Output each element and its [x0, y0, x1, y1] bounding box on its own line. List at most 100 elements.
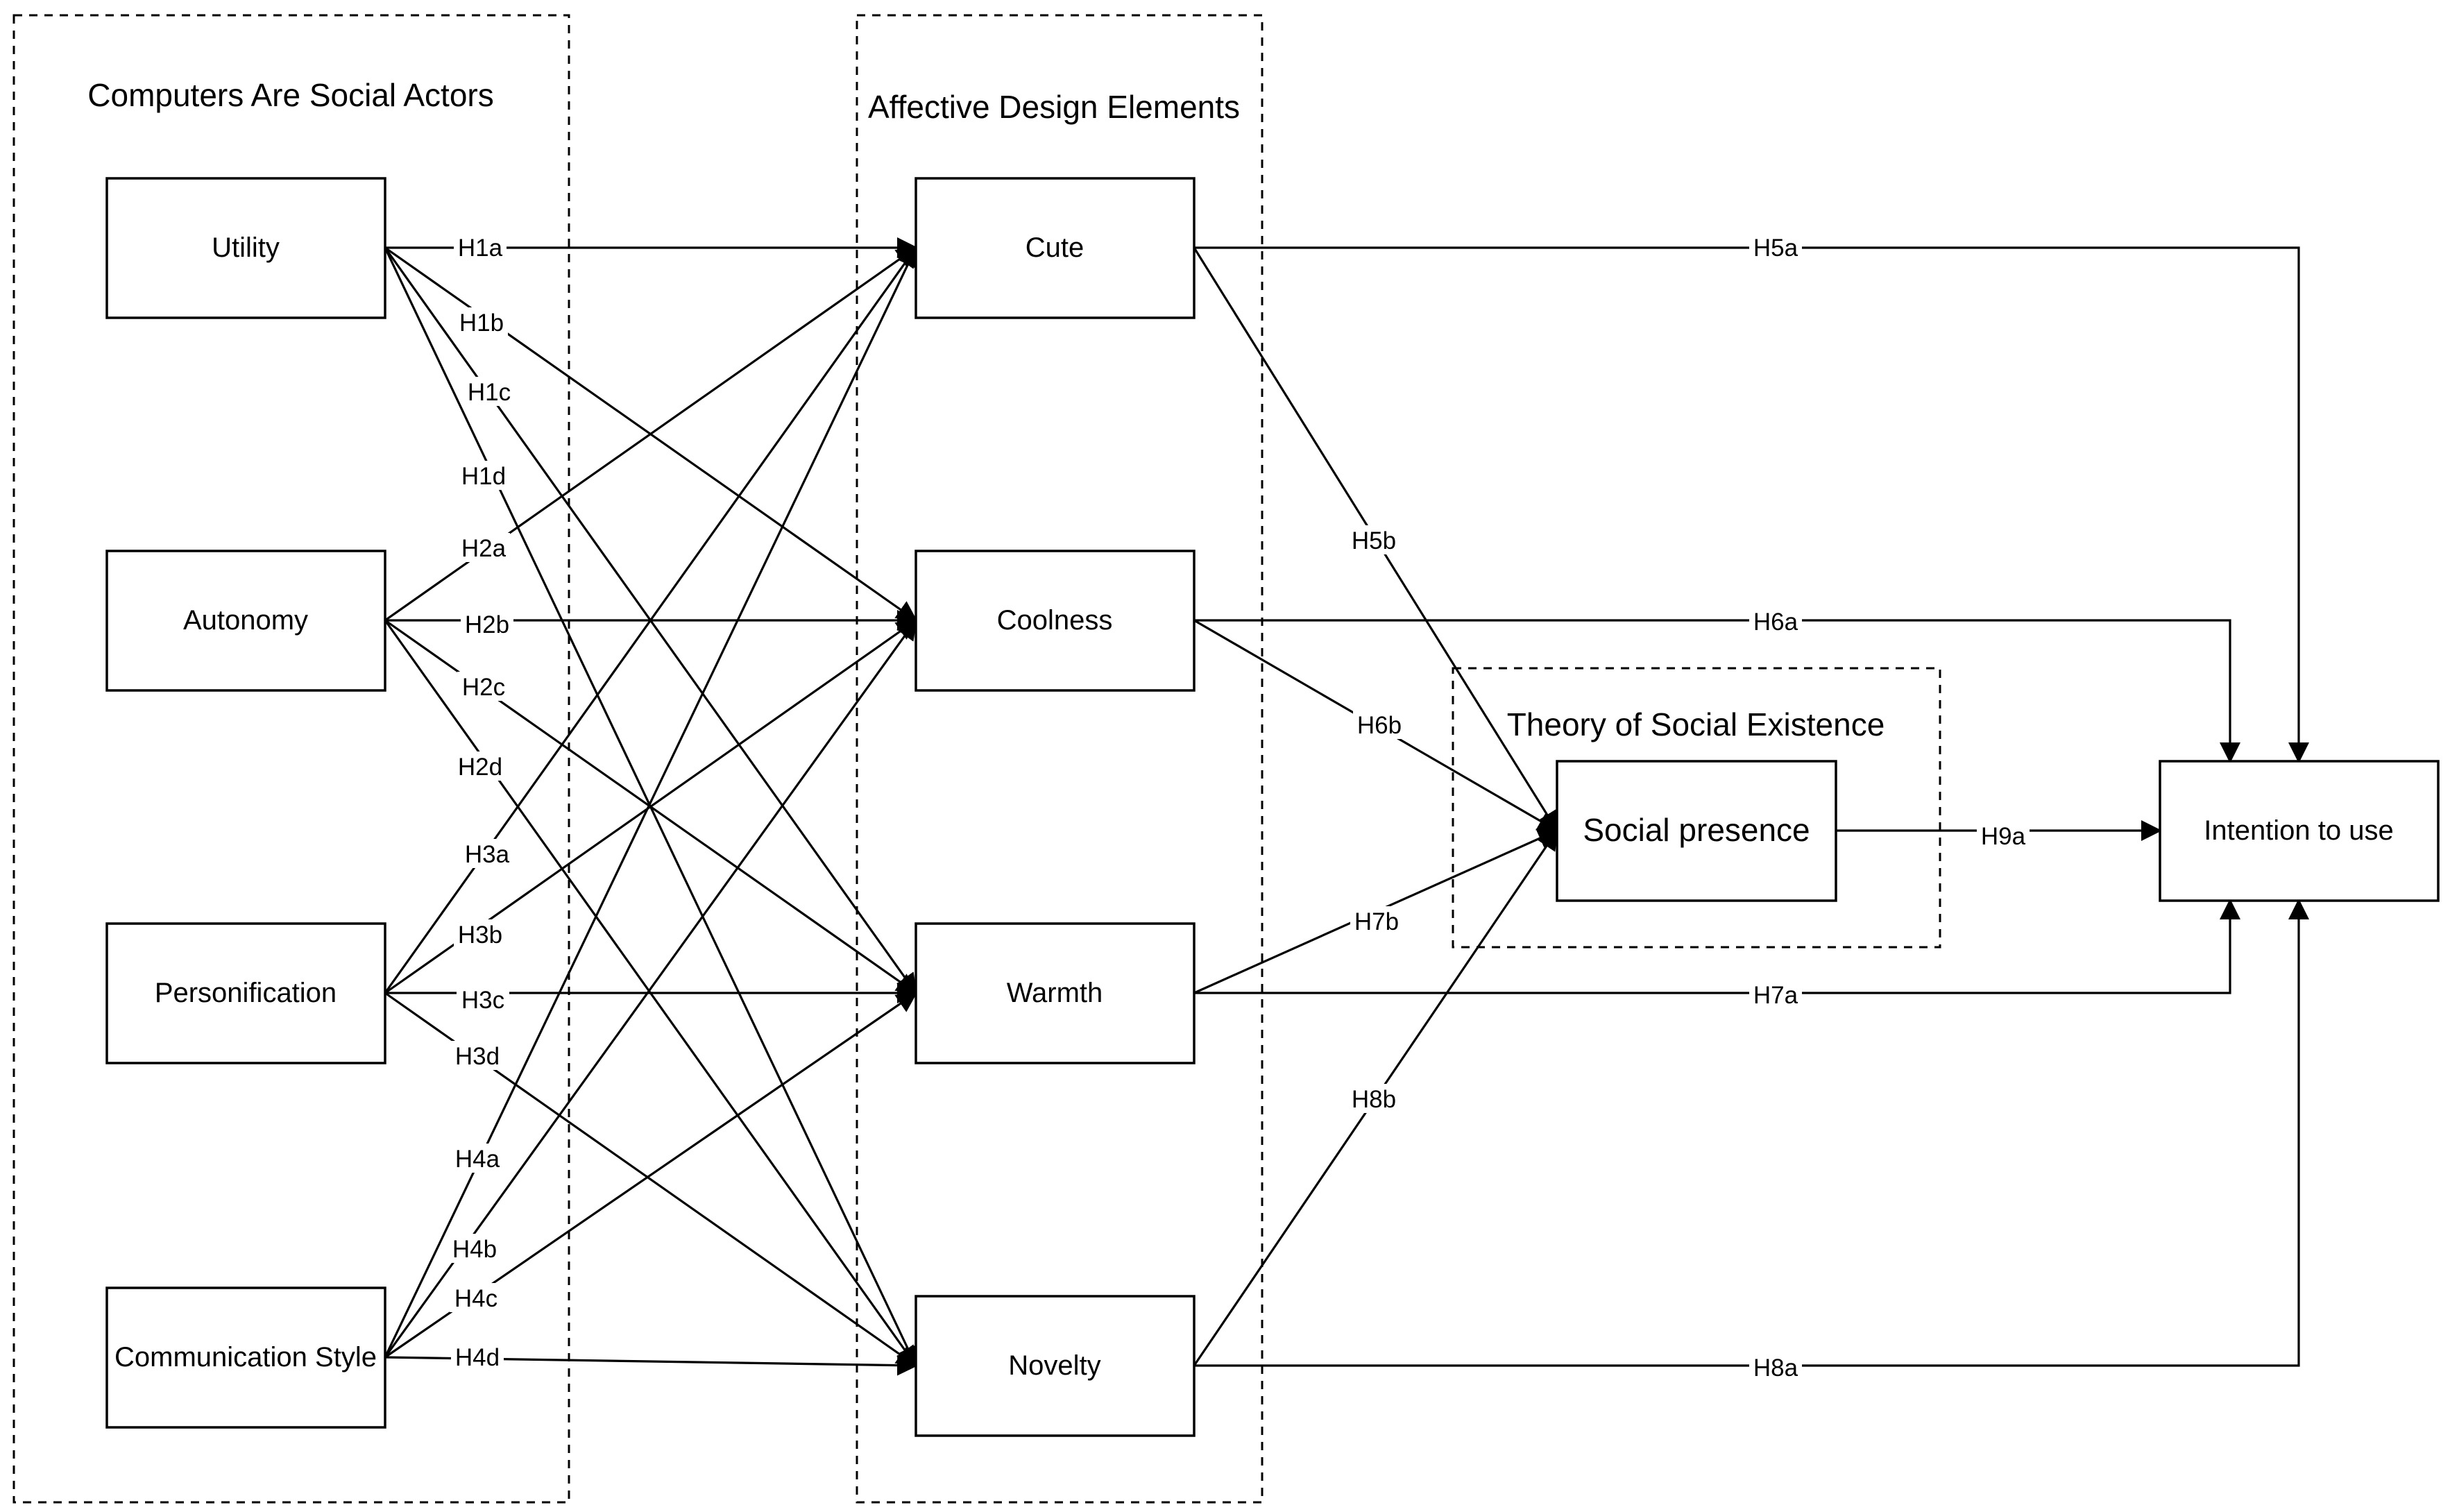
edge-h7a: [1194, 899, 2240, 994]
edge-label-background: [454, 919, 507, 949]
edge-label-text: H5a: [1753, 235, 1798, 262]
edge-label-h2a: H2a: [457, 533, 510, 562]
edge-label-h2d: H2d: [454, 751, 507, 781]
node-communication-style: Communication Style: [105, 1286, 386, 1429]
node-autonomy-label: Autonomy: [183, 605, 308, 636]
edge-label-h7b: H7b: [1350, 906, 1403, 935]
edge-label-background: [457, 672, 510, 701]
edge-label-h1a: H1a: [454, 232, 507, 262]
edge-label-h6b: H6b: [1353, 710, 1406, 739]
tse-group-title: Theory of Social Existence: [1507, 706, 1885, 742]
node-social-presence: Social presence: [1556, 760, 1837, 902]
edge-label-h9a: H9a: [1977, 821, 2030, 850]
edge-label-h4c: H4c: [450, 1283, 502, 1312]
edge-label-text: H8b: [1352, 1086, 1396, 1113]
node-utility-label: Utility: [212, 232, 280, 263]
edge-label-text: H7b: [1354, 908, 1399, 935]
node-communication-style-label: Communication Style: [114, 1342, 377, 1373]
edge-label-background: [1347, 1084, 1400, 1113]
edge-label-text: H2a: [461, 535, 507, 562]
node-novelty-label: Novelty: [1008, 1350, 1100, 1381]
edge-label-h6a: H6a: [1749, 606, 1802, 636]
edge-label-background: [1749, 232, 1802, 262]
ade-group-frame: [856, 14, 1264, 1504]
ade-group-title: Affective Design Elements: [868, 89, 1240, 125]
node-intention-to-use: Intention to use: [2159, 760, 2440, 902]
edge-label-text: H1a: [458, 235, 503, 262]
edge-label-h2c: H2c: [457, 672, 510, 701]
edge-label-background: [451, 1041, 504, 1070]
edge-label-text: H2d: [458, 754, 502, 781]
edge-label-text: H9a: [1981, 823, 2026, 850]
edge-label-h1d: H1d: [457, 461, 510, 490]
edge-label-background: [1977, 821, 2030, 850]
edge-label-background: [457, 461, 510, 490]
edge-label-text: H8a: [1753, 1354, 1798, 1382]
edge-label-text: H3a: [465, 841, 510, 868]
edge-label-background: [457, 533, 510, 562]
edge-label-h3d: H3d: [451, 1041, 504, 1070]
edge-label-background: [1353, 710, 1406, 739]
edge-label-background: [461, 609, 513, 638]
node-warmth: Warmth: [915, 922, 1196, 1064]
edge-label-h4d: H4d: [451, 1342, 504, 1371]
edge-label-background: [451, 1342, 504, 1371]
edge-layer: [384, 237, 2309, 1376]
node-cute: Cute: [915, 177, 1196, 319]
edge-label-text: H6a: [1753, 609, 1798, 636]
edge-label-text: H3b: [458, 921, 502, 949]
edge-label-text: H2b: [465, 611, 509, 638]
edge-label-h1b: H1b: [455, 307, 508, 337]
node-coolness-label: Coolness: [997, 605, 1113, 636]
node-utility: Utility: [105, 177, 386, 319]
edge-label-text: H3c: [461, 987, 504, 1014]
edge-label-text: H2c: [462, 674, 505, 701]
edge-label-background: [454, 232, 507, 262]
node-coolness: Coolness: [915, 550, 1196, 692]
node-personification: Personification: [105, 922, 386, 1064]
node-cute-label: Cute: [1026, 232, 1084, 263]
edge-label-background: [1347, 525, 1400, 554]
casa-group-title: Computers Are Social Actors: [87, 77, 493, 113]
node-intention-to-use-label: Intention to use: [2204, 815, 2394, 846]
edge-label-text: H6b: [1357, 712, 1402, 739]
node-novelty: Novelty: [915, 1295, 1196, 1437]
edge-label-background: [448, 1234, 501, 1263]
edge-label-layer: H1aH1bH1cH1dH2aH2bH2cH2dH3aH3bH3cH3dH4aH…: [448, 232, 2030, 1382]
edge-label-h2b: H2b: [461, 609, 513, 638]
edge-label-background: [451, 1144, 504, 1173]
edge-label-text: H7a: [1753, 982, 1798, 1009]
edge-label-h3b: H3b: [454, 919, 507, 949]
edge-label-text: H5b: [1352, 527, 1396, 554]
edge-label-h4a: H4a: [451, 1144, 504, 1173]
node-personification-label: Personification: [155, 978, 337, 1008]
edge-label-h1c: H1c: [463, 377, 516, 406]
edge-label-h5b: H5b: [1347, 525, 1400, 554]
edge-label-background: [457, 985, 509, 1014]
edge-label-background: [1350, 906, 1403, 935]
edge-label-h7a: H7a: [1749, 980, 1802, 1009]
edge-label-background: [454, 751, 507, 781]
edge-label-background: [455, 307, 508, 337]
node-social-presence-label: Social presence: [1583, 812, 1810, 848]
edge-label-text: H4b: [452, 1236, 497, 1263]
edge-label-h4b: H4b: [448, 1234, 501, 1263]
edge-label-h3a: H3a: [461, 839, 513, 868]
casa-group-frame: [12, 14, 570, 1504]
edge-label-background: [461, 839, 513, 868]
edge-label-background: [1749, 606, 1802, 636]
edge-label-background: [1749, 1352, 1802, 1382]
edge-label-text: H4c: [454, 1285, 497, 1312]
edge-h8a: [1194, 899, 2309, 1367]
edge-label-text: H4a: [455, 1146, 500, 1173]
edge-label-text: H4d: [455, 1344, 500, 1371]
edge-h6a: [1194, 619, 2240, 763]
tse-group-frame: [1452, 667, 1941, 949]
edge-h3a: [384, 246, 917, 994]
edge-label-background: [463, 377, 516, 406]
edge-label-background: [1749, 980, 1802, 1009]
edge-label-text: H1c: [468, 379, 511, 406]
edge-h5a: [1194, 246, 2309, 763]
edge-label-background: [450, 1283, 502, 1312]
